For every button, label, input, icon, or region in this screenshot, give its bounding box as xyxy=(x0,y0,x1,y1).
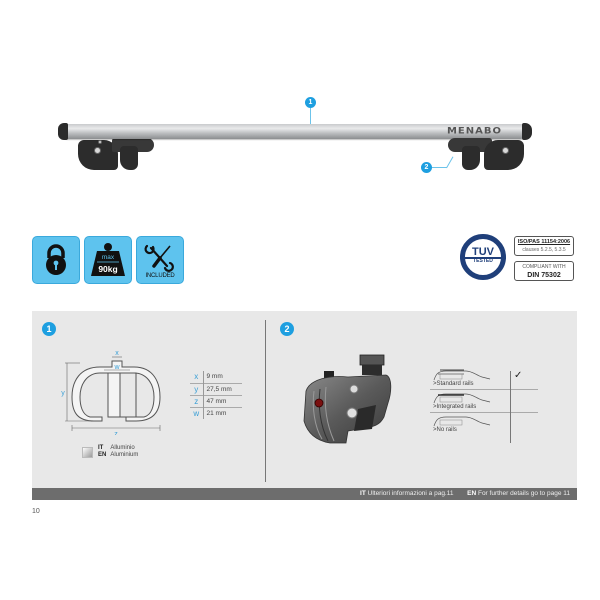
car-no-rails-icon xyxy=(433,416,491,427)
dimension-row: x 9 mm xyxy=(190,371,242,383)
dimensions-table: x 9 mm y 27,5 mm z 47 mm w 21 mm xyxy=(190,371,242,419)
svg-text:w: w xyxy=(113,364,120,371)
rail-option-none: >No rails xyxy=(430,413,538,436)
dim-key: w xyxy=(190,406,204,419)
footer-en-text: For further details go to page 11 xyxy=(477,490,570,497)
feature-max-load: max 90kg xyxy=(84,236,132,284)
tools-icon xyxy=(144,244,174,272)
car-standard-rails-icon xyxy=(433,369,491,381)
iso-clauses: clauses 5.2.5, 5.3.5 xyxy=(522,247,566,253)
dim-value: 9 mm xyxy=(206,373,223,381)
padlock-icon xyxy=(46,244,66,275)
foot-left xyxy=(78,138,156,174)
footer-it-text: Ulteriori informazioni a pag.11 xyxy=(367,490,454,497)
dim-value: 21 mm xyxy=(203,406,242,419)
page-number: 10 xyxy=(32,508,40,515)
check-icon: ✓ xyxy=(514,370,523,381)
din-cert-box: COMPLIANT WITH DIN 75302 xyxy=(514,261,574,281)
rail-option-standard: >Standard rails ✓ xyxy=(430,367,538,390)
feature-lock xyxy=(32,236,80,284)
section-badge-1: 1 xyxy=(42,322,56,336)
tuv-label: TUV xyxy=(472,245,494,258)
section-badge-2: 2 xyxy=(280,322,294,336)
iso-cert-box: ISO/PAS 11154:2006 clauses 5.2.5, 5.3.5 xyxy=(514,236,574,256)
dim-key: x xyxy=(190,371,204,383)
rail-label: >No rails xyxy=(433,427,457,433)
callout-leader-1 xyxy=(310,108,311,125)
material-legend: IT Alluminio EN Aluminium xyxy=(82,445,138,459)
weight-icon: max 90kg xyxy=(91,243,125,276)
tuv-tested-seal: TUV TESTED xyxy=(460,234,506,280)
svg-text:x: x xyxy=(115,350,119,357)
foot-right xyxy=(448,138,526,174)
bar-profile-diagram: x w y z xyxy=(61,350,161,435)
dim-key: y xyxy=(190,382,204,395)
iso-standard: ISO/PAS 11154:2006 xyxy=(517,239,571,245)
callout-leader-2 xyxy=(432,167,447,168)
svg-text:90kg: 90kg xyxy=(98,264,117,274)
dim-value: 27,5 mm xyxy=(203,382,242,395)
dim-value: 47 mm xyxy=(203,394,242,407)
material-en: Aluminium xyxy=(110,452,139,458)
dimension-row: w 21 mm xyxy=(190,406,242,419)
dim-key: z xyxy=(190,394,204,407)
svg-text:max: max xyxy=(102,254,115,261)
section-divider xyxy=(265,320,266,482)
rail-option-integrated: >Integrated rails xyxy=(430,390,538,413)
spec-panel: 1 x w y z x 9 mm y 27,5 mm xyxy=(32,311,577,500)
material-it: Alluminio xyxy=(110,445,135,451)
bar-end-cap-right xyxy=(522,123,532,140)
foot-fitting-image xyxy=(303,354,392,444)
svg-text:y: y xyxy=(61,390,65,397)
tuv-tested-label: TESTED xyxy=(473,257,493,264)
aluminium-swatch xyxy=(82,446,93,458)
svg-text:z: z xyxy=(114,431,118,435)
dimension-row: z 47 mm xyxy=(190,394,242,407)
product-hero: 1 MENABO 2 xyxy=(0,0,600,200)
callout-badge-2: 2 xyxy=(421,162,432,173)
rail-compatibility-list: >Standard rails ✓ >Integrated rails >No … xyxy=(430,367,538,436)
dimension-row: y 27,5 mm xyxy=(190,382,242,395)
feature-tools-included: INCLUDED xyxy=(136,236,184,284)
included-label: INCLUDED xyxy=(145,272,175,279)
din-standard: DIN 75302 xyxy=(527,272,561,279)
brand-logo: MENABO xyxy=(446,126,502,137)
rail-label: >Standard rails xyxy=(433,381,474,387)
panel-footer: IT Ulteriori informazioni a pag.11 EN Fo… xyxy=(32,488,577,500)
rail-table-divider xyxy=(510,371,511,443)
bar-end-cap-left xyxy=(58,123,68,140)
din-compliant-label: COMPLIANT WITH xyxy=(522,264,566,270)
car-integrated-rails-icon xyxy=(433,393,491,404)
callout-badge-1: 1 xyxy=(305,97,316,108)
rail-label: >Integrated rails xyxy=(433,404,477,410)
roof-bar: MENABO xyxy=(58,123,532,140)
